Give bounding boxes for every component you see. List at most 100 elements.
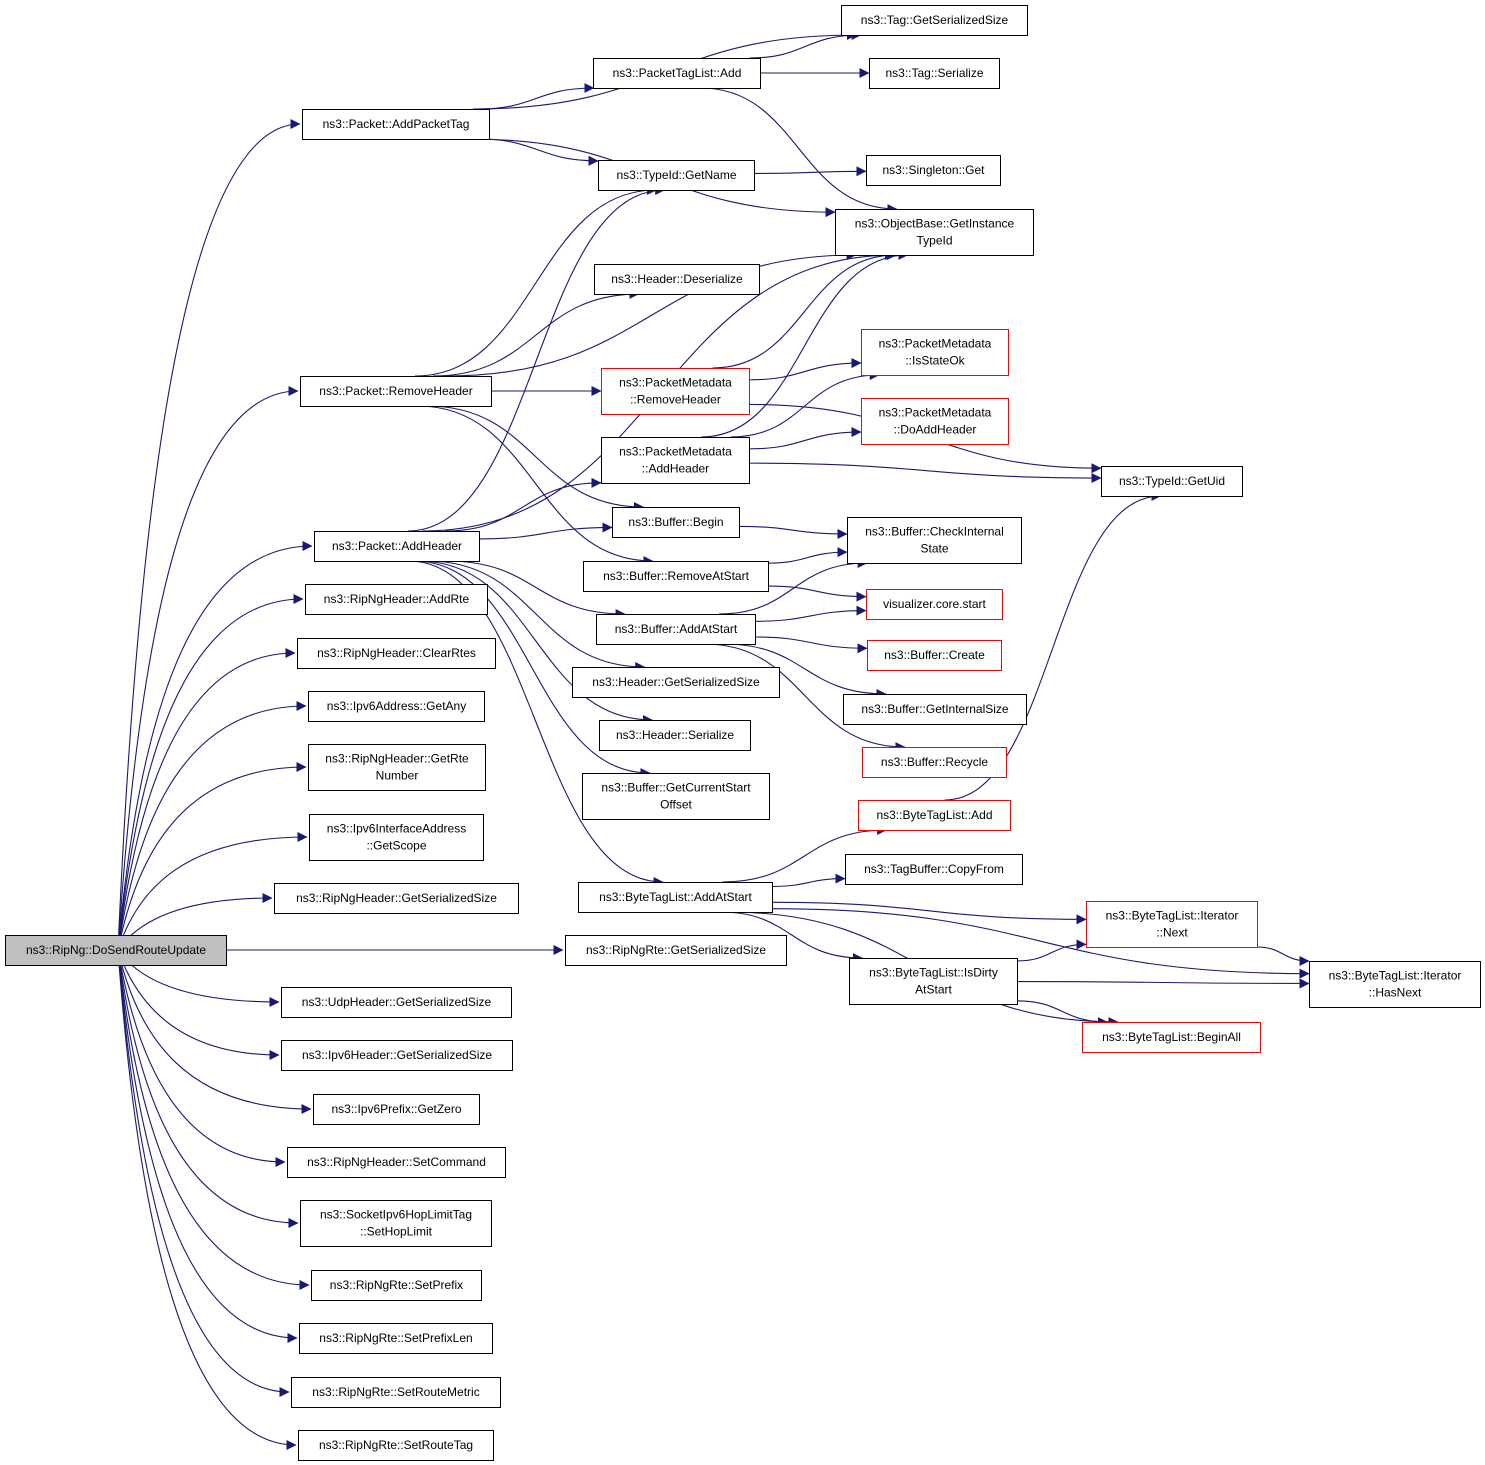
node-buffer-begin[interactable]: ns3::Buffer::Begin: [612, 507, 740, 538]
node-tag-serialize[interactable]: ns3::Tag::Serialize: [869, 58, 1000, 89]
node-pmd-addheader[interactable]: ns3::PacketMetadata::AddHeader: [601, 437, 750, 484]
edge-root-to-sockethoplimit-sethoplimit: [117, 949, 299, 1228]
node-udpheader-getserializedsize[interactable]: ns3::UdpHeader::GetSerializedSize: [281, 987, 512, 1018]
edge-pmd-addheader-to-pmd-doaddheader: [748, 427, 862, 450]
node-pkt-removeheader[interactable]: ns3::Packet::RemoveHeader: [300, 376, 492, 407]
node-label: State: [920, 542, 948, 556]
edge-packettaglist-add-to-tag-getserializedsize: [749, 30, 862, 59]
node-ripngheader-addrte[interactable]: ns3::RipNgHeader::AddRte: [305, 584, 488, 615]
node-buffer-getinternalsize[interactable]: ns3::Buffer::GetInternalSize: [843, 694, 1027, 725]
node-bytetaglist-beginall[interactable]: ns3::ByteTagList::BeginAll: [1082, 1022, 1261, 1053]
node-label: ns3::Tag::GetSerializedSize: [861, 13, 1009, 27]
edge-buffer-addatstart-to-buffer-getinternalsize: [724, 643, 887, 699]
node-label: ns3::Buffer::Begin: [628, 515, 723, 529]
node-box: [5, 935, 227, 966]
node-buffer-recycle[interactable]: ns3::Buffer::Recycle: [862, 747, 1007, 778]
edge-root-to-ripngrte-setprefixlen: [117, 949, 298, 1343]
node-label: ns3::RipNgRte::SetPrefix: [330, 1278, 463, 1292]
edge-pkt-removeheader-to-buffer-begin: [427, 405, 644, 512]
node-tagbuffer-copyfrom[interactable]: ns3::TagBuffer::CopyFrom: [845, 854, 1023, 885]
node-ripngheader-getserializedsize[interactable]: ns3::RipNgHeader::GetSerializedSize: [274, 883, 519, 914]
edge-buffer-addatstart-to-buffer-create: [754, 636, 868, 654]
node-label: ::AddHeader: [642, 462, 709, 476]
node-label: ns3::PacketMetadata: [619, 376, 732, 390]
node-tag-getserializedsize[interactable]: ns3::Tag::GetSerializedSize: [841, 5, 1028, 36]
node-buffer-removeatstart[interactable]: ns3::Buffer::RemoveAtStart: [583, 561, 769, 592]
node-ripngrte-setroutemetric[interactable]: ns3::RipNgRte::SetRouteMetric: [291, 1377, 501, 1408]
node-ripngrte-setprefix[interactable]: ns3::RipNgRte::SetPrefix: [311, 1270, 482, 1301]
edge-root-to-ipv6prefix-getzero: [117, 949, 312, 1114]
node-ipv6prefix-getzero[interactable]: ns3::Ipv6Prefix::GetZero: [313, 1094, 480, 1125]
edge-pkt-addheader-to-header-getserializedsize: [427, 560, 646, 672]
node-pmd-doaddheader[interactable]: ns3::PacketMetadata::DoAddHeader: [861, 398, 1009, 445]
node-bytetaglist-add[interactable]: ns3::ByteTagList::Add: [858, 800, 1011, 831]
node-box: [593, 58, 761, 89]
node-label: ns3::SocketIpv6HopLimitTag: [320, 1208, 472, 1222]
node-label: ns3::RipNg::DoSendRouteUpdate: [26, 943, 206, 957]
node-typeid-getname[interactable]: ns3::TypeId::GetName: [598, 160, 755, 191]
node-label: visualizer.core.start: [883, 597, 986, 611]
node-header-getserializedsize[interactable]: ns3::Header::GetSerializedSize: [572, 667, 780, 698]
node-box: [287, 1147, 506, 1178]
node-box: [583, 561, 769, 592]
node-box: [594, 264, 760, 295]
node-label: ::HasNext: [1369, 986, 1422, 1000]
node-label: ns3::Ipv6Header::GetSerializedSize: [302, 1048, 492, 1062]
edge-root-to-ripngheader-getrtenumber: [117, 762, 307, 951]
node-pmd-removeheader[interactable]: ns3::PacketMetadata::RemoveHeader: [601, 368, 750, 415]
node-label: ::Next: [1156, 926, 1188, 940]
node-label: AtStart: [915, 983, 952, 997]
node-pmd-isstateok[interactable]: ns3::PacketMetadata::IsStateOk: [861, 329, 1009, 376]
node-label: ns3::ByteTagList::Add: [876, 808, 992, 822]
node-ripngheader-clearrtes[interactable]: ns3::RipNgHeader::ClearRtes: [297, 638, 496, 669]
node-box: [866, 589, 1003, 620]
node-box: [297, 638, 496, 669]
edge-buffer-addatstart-to-visualizer-core-start: [754, 605, 867, 622]
edge-bytetaglist-addatstart-to-bytetaglist-isdirtyatstart: [721, 911, 863, 963]
node-header-deserialize[interactable]: ns3::Header::Deserialize: [594, 264, 760, 295]
node-box: [313, 1094, 480, 1125]
node-ripngheader-setcommand[interactable]: ns3::RipNgHeader::SetCommand: [287, 1147, 506, 1178]
edge-pkt-addheader-to-bytetaglist-addatstart: [408, 560, 664, 887]
node-typeid-getuid[interactable]: ns3::TypeId::GetUid: [1101, 466, 1243, 497]
edge-pmd-addheader-to-objectbase-getinstancetypeid: [701, 250, 909, 438]
node-pkt-addheader[interactable]: ns3::Packet::AddHeader: [314, 531, 480, 562]
node-ripngrte-setprefixlen[interactable]: ns3::RipNgRte::SetPrefixLen: [299, 1323, 493, 1354]
node-ripngrte-setroutetag[interactable]: ns3::RipNgRte::SetRouteTag: [298, 1430, 494, 1461]
edge-root-to-ripngheader-setcommand: [117, 949, 286, 1167]
node-box: [861, 329, 1009, 376]
node-singleton-get[interactable]: ns3::Singleton::Get: [866, 155, 1001, 186]
node-box: [845, 854, 1023, 885]
node-visualizer-core-start[interactable]: visualizer.core.start: [866, 589, 1003, 620]
node-ipv6ifaddr-getscope[interactable]: ns3::Ipv6InterfaceAddress::GetScope: [309, 814, 484, 861]
edge-buffer-removeatstart-to-visualizer-core-start: [767, 585, 867, 602]
edge-pkt-addheader-to-buffer-begin: [478, 522, 613, 540]
edge-root-to-pkt-removeheader: [117, 386, 299, 951]
node-box: [841, 5, 1028, 36]
node-ipv6header-getserializedsize[interactable]: ns3::Ipv6Header::GetSerializedSize: [281, 1040, 513, 1071]
node-sockethoplimit-sethoplimit[interactable]: ns3::SocketIpv6HopLimitTag::SetHopLimit: [300, 1200, 492, 1247]
edge-root-to-ripngheader-addrte: [117, 594, 304, 951]
node-box: [311, 1270, 482, 1301]
node-box: [1309, 961, 1481, 1008]
node-box: [1086, 901, 1258, 948]
node-label: ns3::Packet::AddHeader: [332, 539, 462, 553]
node-label: ns3::Packet::RemoveHeader: [319, 384, 472, 398]
node-buffer-create[interactable]: ns3::Buffer::Create: [867, 640, 1002, 671]
node-bytetaglist-addatstart[interactable]: ns3::ByteTagList::AddAtStart: [578, 882, 773, 913]
node-root[interactable]: ns3::RipNg::DoSendRouteUpdate: [5, 935, 227, 966]
node-bytetaglist-iterator-hasnext[interactable]: ns3::ByteTagList::Iterator::HasNext: [1309, 961, 1481, 1008]
node-header-serialize[interactable]: ns3::Header::Serialize: [599, 720, 751, 751]
node-bytetaglist-iterator-next[interactable]: ns3::ByteTagList::Iterator::Next: [1086, 901, 1258, 948]
node-pkt-addpackettag[interactable]: ns3::Packet::AddPacketTag: [302, 109, 490, 140]
node-buffer-addatstart[interactable]: ns3::Buffer::AddAtStart: [596, 614, 756, 645]
node-packettaglist-add[interactable]: ns3::PacketTagList::Add: [593, 58, 761, 89]
node-ipv6address-getany[interactable]: ns3::Ipv6Address::GetAny: [308, 691, 485, 722]
node-ripngrte-getserializedsize[interactable]: ns3::RipNgRte::GetSerializedSize: [565, 935, 787, 966]
